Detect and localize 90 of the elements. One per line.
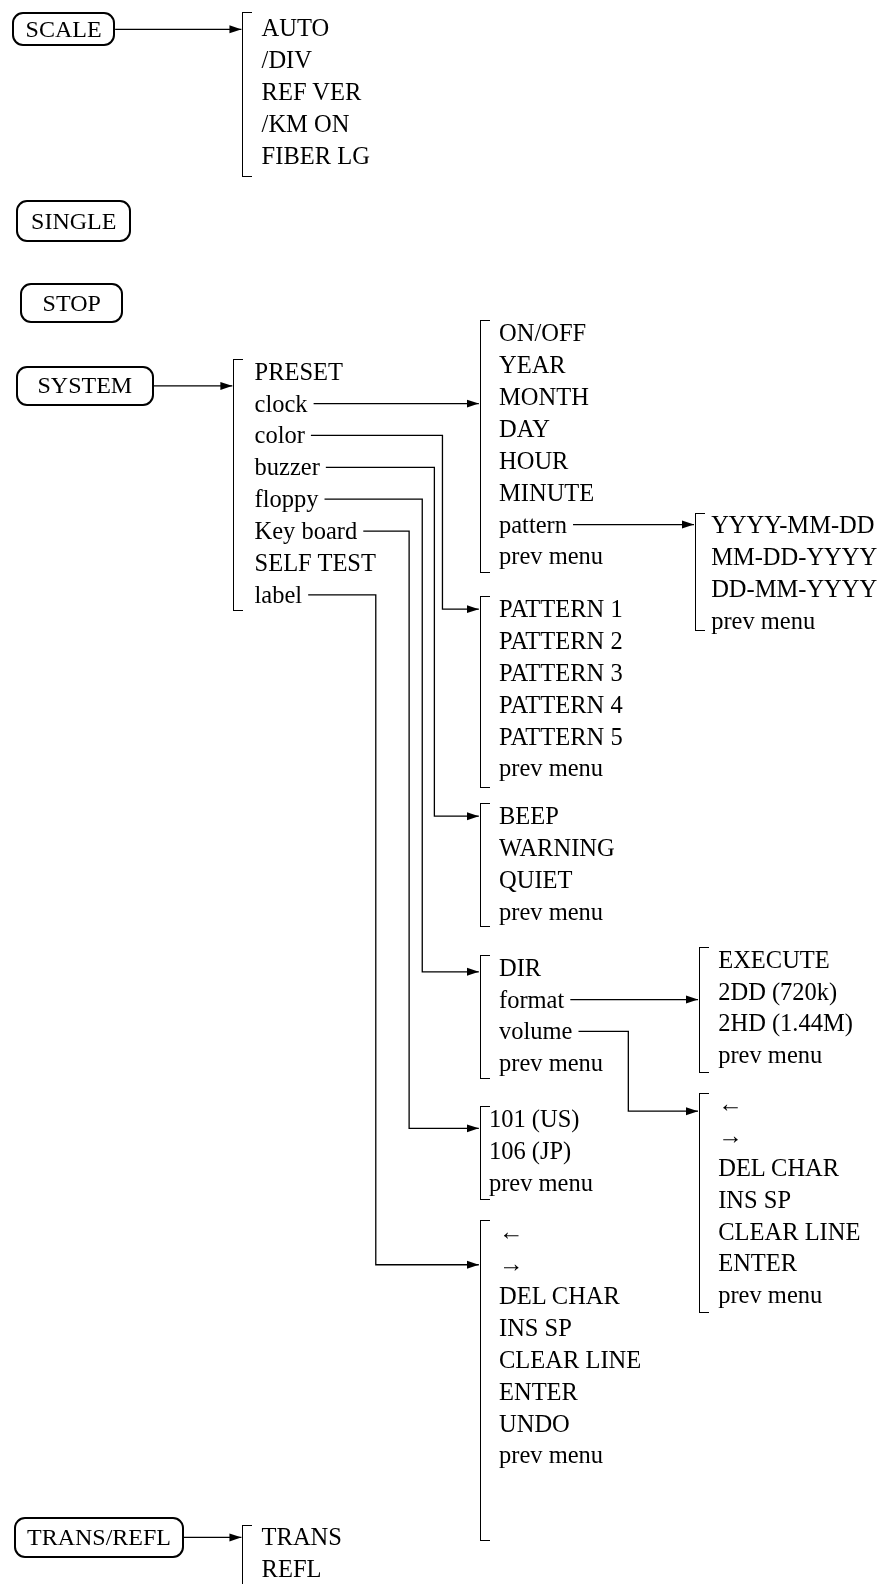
menu-item: DD-MM-YYYY	[711, 574, 878, 604]
key-box: SCALE	[12, 12, 116, 47]
menu-item: UNDO	[499, 1408, 570, 1439]
menu-item: 101 (US)	[488, 1104, 580, 1135]
menu-item: PATTERN 1	[499, 594, 623, 625]
menu-item: 2HD (1.44M)	[718, 1008, 853, 1039]
menu-item: buzzer	[254, 452, 320, 483]
arrow	[183, 1533, 243, 1542]
menu-item: format	[499, 984, 565, 1015]
menu-item: /DIV	[261, 45, 312, 76]
menu-item: pattern	[499, 509, 568, 540]
menu-item: EXECUTE	[718, 944, 830, 975]
menu-bracket	[242, 12, 372, 177]
menu-item: ENTER	[499, 1376, 578, 1407]
menu-item: FIBER LG	[261, 140, 370, 171]
menu-item: PATTERN 3	[499, 657, 623, 688]
menu-item: SELF TEST	[254, 547, 376, 578]
menu-item: CLEAR LINE	[718, 1216, 861, 1247]
menu-item: label	[254, 579, 303, 610]
menu-item: MONTH	[499, 382, 589, 413]
menu-item: /KM ON	[261, 108, 350, 139]
menu-item: floppy	[254, 484, 319, 515]
key-box: STOP	[20, 282, 124, 324]
menu-item: MINUTE	[499, 477, 595, 508]
menu-item: CLEAR LINE	[499, 1344, 642, 1375]
menu-item: YEAR	[499, 350, 566, 381]
menu-bracket	[479, 596, 625, 788]
menu-item: DIR	[499, 952, 542, 983]
menu-item: prev menu	[499, 1048, 604, 1079]
menu-item: WARNING	[499, 833, 615, 864]
menu-item: PATTERN 2	[499, 626, 623, 656]
menu-item: ←	[499, 1217, 524, 1248]
arrow	[325, 466, 480, 821]
menu-item: clock	[254, 388, 308, 419]
arrow	[307, 594, 480, 1269]
arrow	[577, 1030, 699, 1116]
key-box: SYSTEM	[16, 365, 154, 407]
arrow	[362, 530, 480, 1133]
menu-bracket	[233, 358, 378, 612]
arrow	[152, 381, 233, 390]
menu-item: 2DD (720k)	[718, 976, 838, 1007]
menu-bracket	[479, 954, 606, 1079]
menu-item: 106 (JP)	[488, 1136, 572, 1167]
menu-item: prev menu	[711, 605, 816, 636]
menu-item: MM-DD-YYYY	[711, 542, 878, 573]
menu-item: prev menu	[499, 541, 604, 572]
arrow	[572, 520, 695, 529]
arrow	[312, 399, 480, 408]
menu-item: →	[499, 1249, 524, 1280]
menu-item: INS SP	[499, 1313, 572, 1343]
menu-item: prev menu	[499, 896, 604, 927]
menu-item: REFL	[261, 1554, 322, 1584]
arrow	[323, 498, 480, 976]
arrow	[114, 25, 243, 34]
menu-item: DAY	[499, 413, 550, 444]
menu-bracket	[479, 320, 606, 573]
menu-item: PATTERN 4	[499, 689, 623, 720]
menu-item: volume	[499, 1016, 573, 1047]
menu-item: Key board	[254, 516, 358, 547]
menu-item: HOUR	[499, 445, 569, 476]
menu-bracket	[699, 1093, 863, 1314]
menu-item: PRESET	[254, 356, 344, 387]
arrow	[310, 434, 480, 614]
menu-item: REF VER	[261, 77, 362, 107]
menu-item: prev menu	[499, 753, 604, 784]
menu-item: ←	[718, 1089, 743, 1120]
menu-item: BEEP	[499, 801, 559, 832]
menu-bracket	[695, 513, 880, 632]
menu-item: AUTO	[261, 13, 330, 44]
menu-bracket	[479, 1106, 595, 1201]
menu-item: prev menu	[488, 1168, 593, 1198]
menu-item: QUIET	[499, 864, 573, 895]
menu-item: INS SP	[718, 1184, 792, 1215]
menu-bracket	[699, 946, 855, 1073]
menu-item: PATTERN 5	[499, 721, 623, 752]
menu-item: DEL CHAR	[718, 1152, 840, 1183]
menu-item: ENTER	[718, 1248, 798, 1279]
menu-item: YYYY-MM-DD	[711, 510, 875, 541]
menu-item: prev menu	[718, 1280, 823, 1311]
menu-item: prev menu	[718, 1040, 823, 1071]
key-box: TRANS/REFL	[14, 1517, 184, 1558]
arrow	[569, 995, 699, 1004]
menu-bracket	[479, 803, 617, 928]
menu-item: color	[254, 420, 305, 451]
menu-item: ON/OFF	[499, 318, 587, 349]
menu-item: TRANS	[261, 1522, 342, 1553]
menu-item: DEL CHAR	[499, 1281, 620, 1312]
menu-item: →	[718, 1120, 743, 1151]
key-box: SINGLE	[16, 200, 132, 243]
menu-item: prev menu	[499, 1440, 604, 1471]
